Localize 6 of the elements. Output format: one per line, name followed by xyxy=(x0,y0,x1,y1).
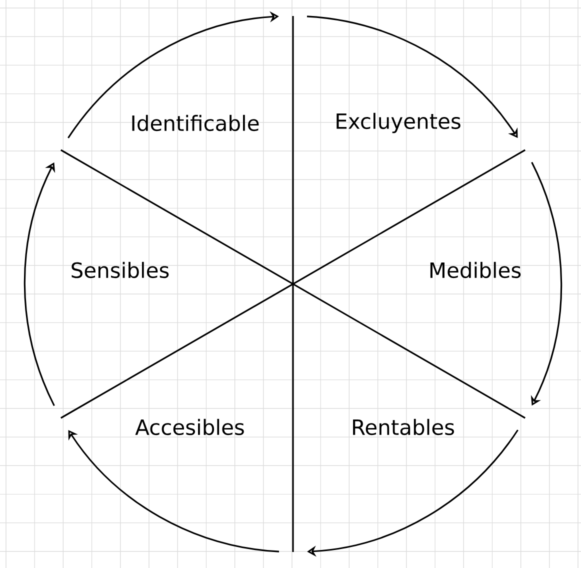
sector-label: Rentables xyxy=(353,418,454,436)
sector-label: Medibles xyxy=(430,262,521,278)
sector-label: Accesibles xyxy=(135,418,244,436)
sector-label: Sensibles xyxy=(72,262,169,278)
sector-label: Excluyentes xyxy=(336,112,460,134)
sector-label: Identificable xyxy=(132,114,259,132)
